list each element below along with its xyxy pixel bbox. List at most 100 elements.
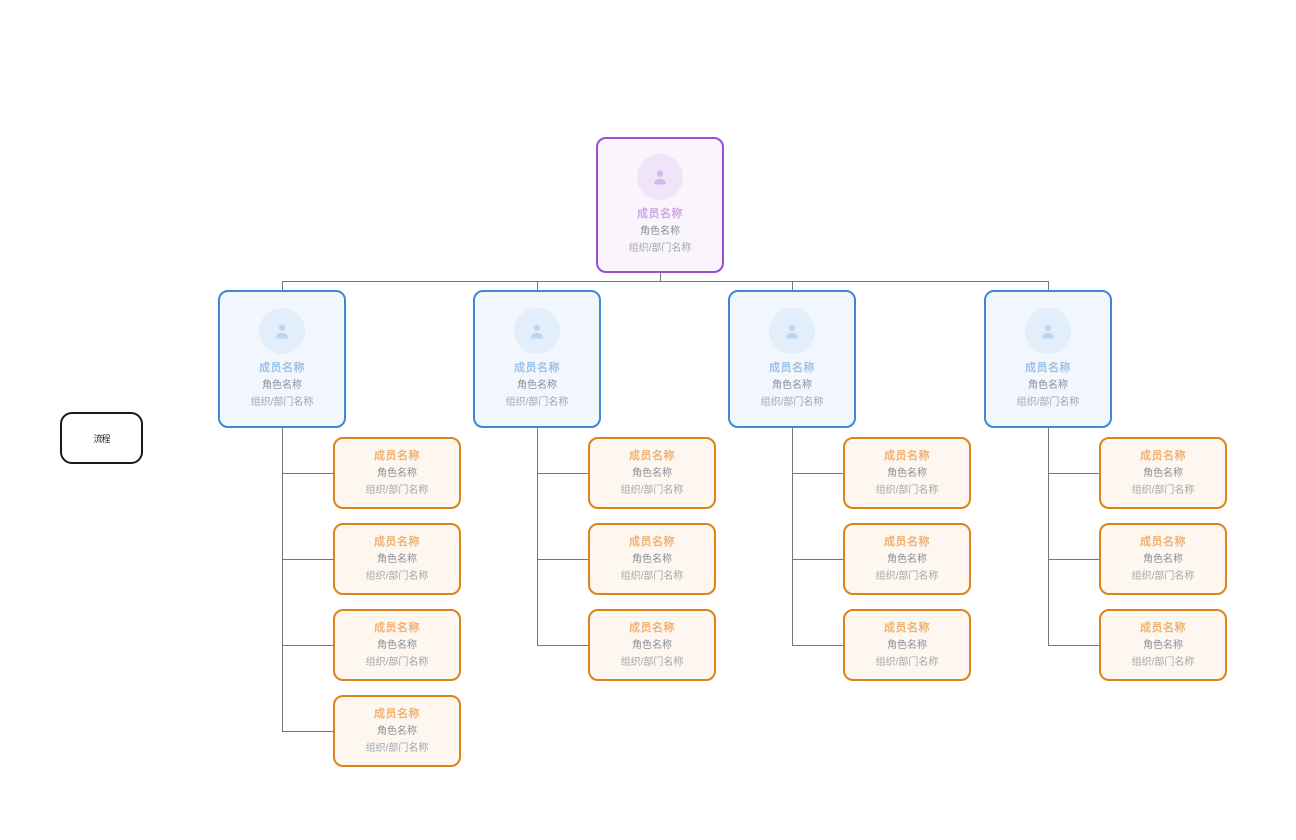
node-member-name: 成员名称: [514, 361, 560, 374]
node-member-name: 成员名称: [1140, 449, 1186, 462]
org-node-leaf-1-4[interactable]: 成员名称角色名称组织/部门名称: [333, 695, 461, 767]
node-member-name: 成员名称: [629, 621, 675, 634]
node-member-name: 成员名称: [629, 535, 675, 548]
org-node-leaf-1-1[interactable]: 成员名称角色名称组织/部门名称: [333, 437, 461, 509]
node-org-name: 组织/部门名称: [365, 656, 429, 668]
node-org-name: 组织/部门名称: [1131, 570, 1195, 582]
node-org-name: 组织/部门名称: [365, 484, 429, 496]
connector-spine-4: [1048, 428, 1049, 645]
connector-leaf-1-1: [282, 473, 333, 474]
person-avatar-icon: [1025, 307, 1071, 354]
node-org-name: 组织/部门名称: [620, 656, 684, 668]
node-org-name: 组织/部门名称: [628, 242, 692, 254]
node-role-name: 角色名称: [262, 379, 302, 391]
org-node-leaf-4-1[interactable]: 成员名称角色名称组织/部门名称: [1099, 437, 1227, 509]
connector-spine-3: [792, 428, 793, 645]
node-role-name: 角色名称: [377, 639, 417, 651]
node-role-name: 角色名称: [887, 639, 927, 651]
node-role-name: 角色名称: [632, 639, 672, 651]
flow-box-label: 流程: [93, 433, 110, 444]
node-role-name: 角色名称: [772, 379, 812, 391]
org-node-leaf-1-3[interactable]: 成员名称角色名称组织/部门名称: [333, 609, 461, 681]
node-member-name: 成员名称: [637, 207, 683, 220]
node-member-name: 成员名称: [884, 621, 930, 634]
connector-root-stem: [660, 273, 661, 281]
org-node-leaf-4-2[interactable]: 成员名称角色名称组织/部门名称: [1099, 523, 1227, 595]
node-org-name: 组织/部门名称: [365, 742, 429, 754]
connector-leaf-4-2: [1048, 559, 1099, 560]
connector-spine-2: [537, 428, 538, 645]
org-node-branch-3[interactable]: 成员名称角色名称组织/部门名称: [728, 290, 856, 428]
node-org-name: 组织/部门名称: [760, 396, 824, 408]
node-role-name: 角色名称: [1143, 553, 1183, 565]
node-role-name: 角色名称: [517, 379, 557, 391]
flow-box[interactable]: 流程: [60, 412, 143, 464]
node-org-name: 组织/部门名称: [505, 396, 569, 408]
connector-branch-drop: [282, 281, 283, 290]
org-node-leaf-2-2[interactable]: 成员名称角色名称组织/部门名称: [588, 523, 716, 595]
node-member-name: 成员名称: [1140, 621, 1186, 634]
node-role-name: 角色名称: [887, 467, 927, 479]
connector-branch-drop: [792, 281, 793, 290]
connector-branch-drop: [537, 281, 538, 290]
connector-branch-rail: [282, 281, 1048, 282]
node-member-name: 成员名称: [374, 621, 420, 634]
node-org-name: 组织/部门名称: [620, 570, 684, 582]
node-role-name: 角色名称: [377, 725, 417, 737]
node-role-name: 角色名称: [632, 553, 672, 565]
org-node-root[interactable]: 成员名称角色名称组织/部门名称: [596, 137, 724, 273]
org-node-leaf-2-1[interactable]: 成员名称角色名称组织/部门名称: [588, 437, 716, 509]
connector-leaf-1-4: [282, 731, 333, 732]
node-org-name: 组织/部门名称: [365, 570, 429, 582]
node-org-name: 组织/部门名称: [1016, 396, 1080, 408]
org-node-branch-2[interactable]: 成员名称角色名称组织/部门名称: [473, 290, 601, 428]
person-avatar-icon: [259, 307, 305, 354]
org-node-leaf-3-2[interactable]: 成员名称角色名称组织/部门名称: [843, 523, 971, 595]
node-member-name: 成员名称: [884, 449, 930, 462]
node-member-name: 成员名称: [629, 449, 675, 462]
node-org-name: 组织/部门名称: [1131, 484, 1195, 496]
connector-leaf-2-2: [537, 559, 588, 560]
org-node-leaf-3-3[interactable]: 成员名称角色名称组织/部门名称: [843, 609, 971, 681]
connector-leaf-2-3: [537, 645, 588, 646]
node-role-name: 角色名称: [1143, 467, 1183, 479]
connector-leaf-1-2: [282, 559, 333, 560]
node-member-name: 成员名称: [884, 535, 930, 548]
node-role-name: 角色名称: [377, 467, 417, 479]
person-avatar-icon: [514, 307, 560, 354]
node-member-name: 成员名称: [769, 361, 815, 374]
node-member-name: 成员名称: [374, 449, 420, 462]
person-avatar-icon: [637, 153, 683, 200]
org-node-branch-4[interactable]: 成员名称角色名称组织/部门名称: [984, 290, 1112, 428]
node-org-name: 组织/部门名称: [1131, 656, 1195, 668]
org-node-leaf-3-1[interactable]: 成员名称角色名称组织/部门名称: [843, 437, 971, 509]
node-org-name: 组织/部门名称: [620, 484, 684, 496]
node-member-name: 成员名称: [1025, 361, 1071, 374]
node-org-name: 组织/部门名称: [875, 656, 939, 668]
connector-leaf-4-3: [1048, 645, 1099, 646]
node-role-name: 角色名称: [887, 553, 927, 565]
node-member-name: 成员名称: [259, 361, 305, 374]
person-avatar-icon: [769, 307, 815, 354]
node-member-name: 成员名称: [374, 535, 420, 548]
node-member-name: 成员名称: [1140, 535, 1186, 548]
node-member-name: 成员名称: [374, 707, 420, 720]
connector-spine-1: [282, 428, 283, 731]
node-role-name: 角色名称: [1028, 379, 1068, 391]
node-org-name: 组织/部门名称: [250, 396, 314, 408]
org-node-branch-1[interactable]: 成员名称角色名称组织/部门名称: [218, 290, 346, 428]
org-node-leaf-2-3[interactable]: 成员名称角色名称组织/部门名称: [588, 609, 716, 681]
connector-leaf-1-3: [282, 645, 333, 646]
org-node-leaf-4-3[interactable]: 成员名称角色名称组织/部门名称: [1099, 609, 1227, 681]
node-role-name: 角色名称: [632, 467, 672, 479]
node-role-name: 角色名称: [1143, 639, 1183, 651]
org-node-leaf-1-2[interactable]: 成员名称角色名称组织/部门名称: [333, 523, 461, 595]
node-role-name: 角色名称: [640, 225, 680, 237]
connector-leaf-3-1: [792, 473, 843, 474]
connector-leaf-4-1: [1048, 473, 1099, 474]
connector-leaf-3-2: [792, 559, 843, 560]
connector-leaf-2-1: [537, 473, 588, 474]
node-role-name: 角色名称: [377, 553, 417, 565]
connector-leaf-3-3: [792, 645, 843, 646]
